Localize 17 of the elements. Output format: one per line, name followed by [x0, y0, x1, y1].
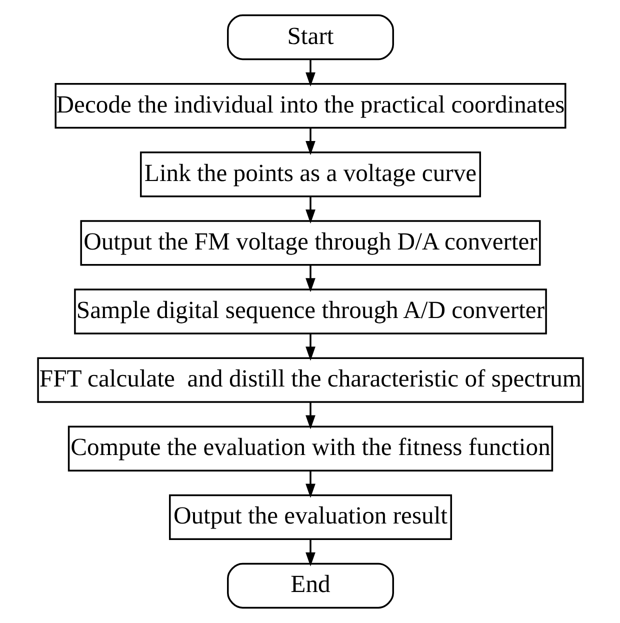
arrow	[305, 402, 315, 430]
node-box: End	[226, 562, 394, 609]
node-box: Link the points as a voltage curve	[139, 152, 481, 198]
arrow	[305, 470, 315, 498]
node-box: Output the evaluation result	[168, 494, 452, 540]
arrow	[305, 128, 315, 156]
node-box: Sample digital sequence through A/D converter	[74, 288, 546, 334]
node-box: Decode the individual into the practical coordinates	[54, 82, 566, 129]
node-box: Output the FM voltage through D/A converter	[80, 220, 540, 266]
node-box: Start	[226, 14, 394, 60]
arrow	[305, 196, 315, 224]
node-box: FFT calculate and distill the characteristic of spectrum	[36, 357, 584, 403]
node-box: Compute the evaluation with the fitness function	[67, 426, 553, 472]
arrow	[305, 265, 315, 292]
arrow	[305, 334, 315, 361]
arrow	[305, 60, 315, 87]
arrow	[305, 540, 315, 566]
